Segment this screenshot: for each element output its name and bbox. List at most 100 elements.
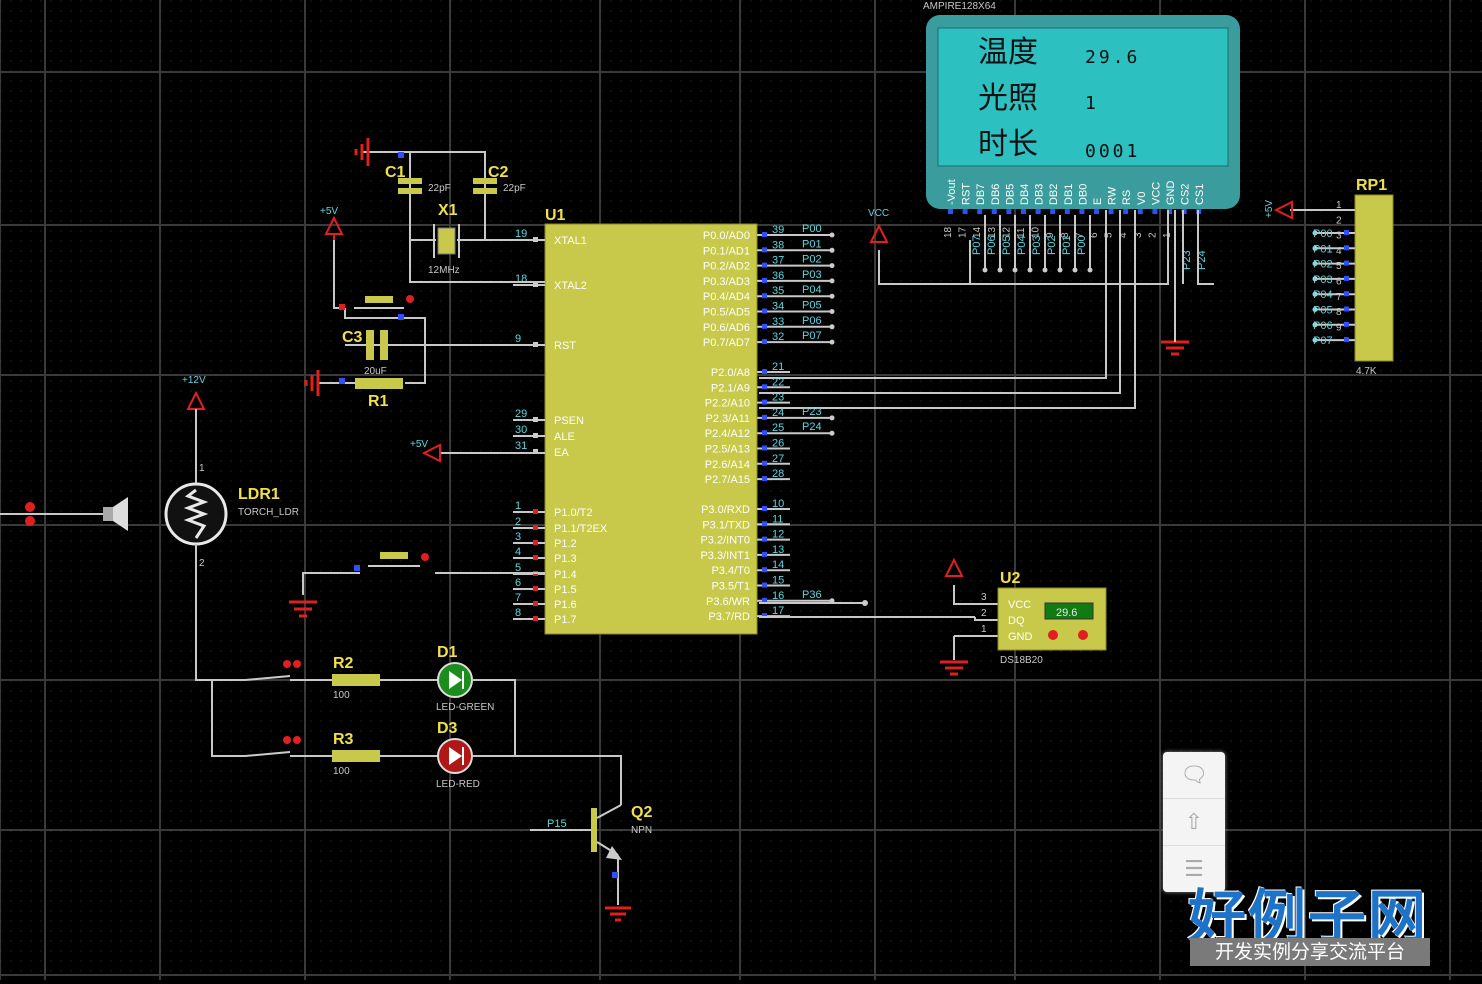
net-end [829, 247, 835, 253]
lcd-pin-label: DB0 [1077, 184, 1089, 205]
u2-ref: U2 [1000, 570, 1021, 587]
pin-marker [762, 445, 767, 451]
lcd-pin-marker [991, 209, 997, 214]
crystal-circuit[interactable]: X1 12MHz C1 22pF C2 22pF [354, 138, 545, 283]
mcu-u1[interactable]: U1 19XTAL118XTAL29RST29PSEN30ALE31EA1P1.… [513, 207, 835, 635]
lcd-net-label: P00 [1076, 235, 1088, 255]
net-end [829, 278, 835, 284]
lcd-pin-number: 12 [1001, 226, 1012, 238]
q2-base-net: P15 [547, 818, 567, 830]
temp-up-button[interactable] [1078, 630, 1088, 640]
mcu-pin-number: 8 [515, 607, 521, 619]
net-end [1312, 245, 1318, 251]
mcu-pin-label: P2.6/A14 [705, 459, 750, 471]
lcd-pin-label: VCC [1150, 182, 1162, 205]
key-button[interactable] [380, 552, 408, 559]
mcu-pin-label: ALE [554, 431, 575, 443]
net-end [1312, 261, 1318, 267]
mcu-pin-label: P1.1/T2EX [554, 523, 608, 535]
led-d1-value: LED-GREEN [436, 702, 494, 713]
resistor-pack-rp1[interactable]: RP1 4.7K +5V P00P01P02P03P04P05P06P07123… [1264, 177, 1394, 377]
p13-button-circuit[interactable] [289, 552, 545, 618]
pin-marker [762, 414, 767, 420]
crystal-x1 [437, 227, 456, 255]
mcu-pin-label: RST [554, 340, 576, 352]
lcd-pin-marker [977, 209, 983, 214]
mcu-ref: U1 [545, 207, 566, 224]
svg-text:1: 1 [981, 624, 987, 635]
list-icon[interactable]: ☰ [1184, 856, 1204, 882]
mcu-pin-label: P0.4/AD4 [703, 291, 750, 303]
pin-marker [762, 460, 767, 466]
pin-marker [762, 521, 767, 527]
mcu-pin-label: P0.3/AD3 [703, 276, 750, 288]
ldr-circuit[interactable]: +12V LDR1 TORCH_LDR 12 [0, 375, 299, 681]
mcu-pin-number: 25 [772, 422, 784, 434]
rp1-pin-number: 9 [1336, 322, 1342, 333]
lcd-pin-label: DB7 [975, 184, 987, 205]
resistor-r1-ref: R1 [368, 393, 389, 410]
mcu-pin-number: 22 [772, 376, 784, 388]
net-end [829, 232, 835, 238]
mcu-pin-number: 5 [515, 562, 521, 574]
pin-marker [762, 536, 767, 542]
lcd-row3-value: 0001 [1085, 141, 1140, 162]
sensor-u2[interactable]: U2 DS18B20 VCC DQ GND 29.6 321 [759, 557, 1107, 676]
led-d1-ref: D1 [437, 644, 458, 661]
transistor-q2[interactable]: P15 Q2 NPN [530, 804, 652, 922]
rp1-pin-number: 4 [1336, 246, 1342, 257]
pin-marker [533, 601, 538, 606]
rp1-net-label: P00 [1313, 228, 1333, 240]
reset-button[interactable] [365, 296, 393, 303]
mcu-pin-number: 37 [772, 255, 784, 267]
pin-marker [533, 586, 538, 591]
mcu-pin-label: P1.6 [554, 599, 577, 611]
pin-marker [533, 555, 538, 560]
net-label: P06 [802, 315, 822, 327]
pin-marker [533, 417, 538, 422]
mcu-pin-label: P1.3 [554, 553, 577, 565]
mcu-pin-label: EA [554, 447, 569, 459]
resistor-r3-ref: R3 [333, 731, 354, 748]
svg-text:2: 2 [199, 558, 205, 569]
rp1-pin-marker [1344, 321, 1349, 327]
lcd-pin-marker [1021, 209, 1026, 214]
net-end [1312, 276, 1318, 282]
lcd-row1-label: 温度 [978, 35, 1038, 70]
u2-pin-dq: DQ [1008, 615, 1025, 627]
mcu-pin-label: P1.4 [554, 569, 577, 581]
net-end [829, 263, 835, 269]
svg-text:1: 1 [199, 463, 205, 474]
net-end [1012, 267, 1018, 273]
lcd-pin-number: 17 [958, 226, 969, 238]
lcd-pin-marker [1181, 209, 1187, 214]
speaker-icon [103, 497, 128, 531]
rp1-net-label: P05 [1313, 305, 1333, 317]
mcu-pin-label: P1.5 [554, 584, 577, 596]
reset-circuit[interactable]: C3 20uF R1 [304, 235, 545, 410]
mcu-pin-number: 1 [515, 500, 521, 512]
mcu-pin-label: P3.5/T1 [711, 581, 750, 593]
mcu-pin-number: 26 [772, 438, 784, 450]
lcd-pin-label: V0 [1136, 192, 1148, 205]
u2-value: DS18B20 [1000, 655, 1043, 666]
mcu-pin-number: 9 [515, 333, 521, 345]
lcd-pin-label: GND [1165, 181, 1177, 206]
mcu-pin-label: P2.4/A12 [705, 428, 750, 440]
rp1-ref: RP1 [1356, 177, 1387, 194]
lcd-pin-number: 6 [1089, 232, 1100, 238]
net-end [1312, 291, 1318, 297]
temp-down-button[interactable] [1048, 630, 1058, 640]
comment-icon[interactable]: 🗨 [1163, 752, 1225, 799]
net-end [829, 415, 835, 421]
mcu-pin-label: P3.4/T0 [711, 565, 750, 577]
back-to-top-icon[interactable]: ⇧ [1163, 799, 1225, 846]
mcu-pin-number: 14 [772, 559, 784, 571]
lcd-pin-label: DB6 [990, 184, 1002, 205]
rp1-net-label: P01 [1313, 243, 1333, 255]
net-end [829, 309, 835, 314]
led-circuit[interactable]: R2 100 R3 100 D1 LED-GREEN D3 LED-RED [211, 644, 622, 805]
